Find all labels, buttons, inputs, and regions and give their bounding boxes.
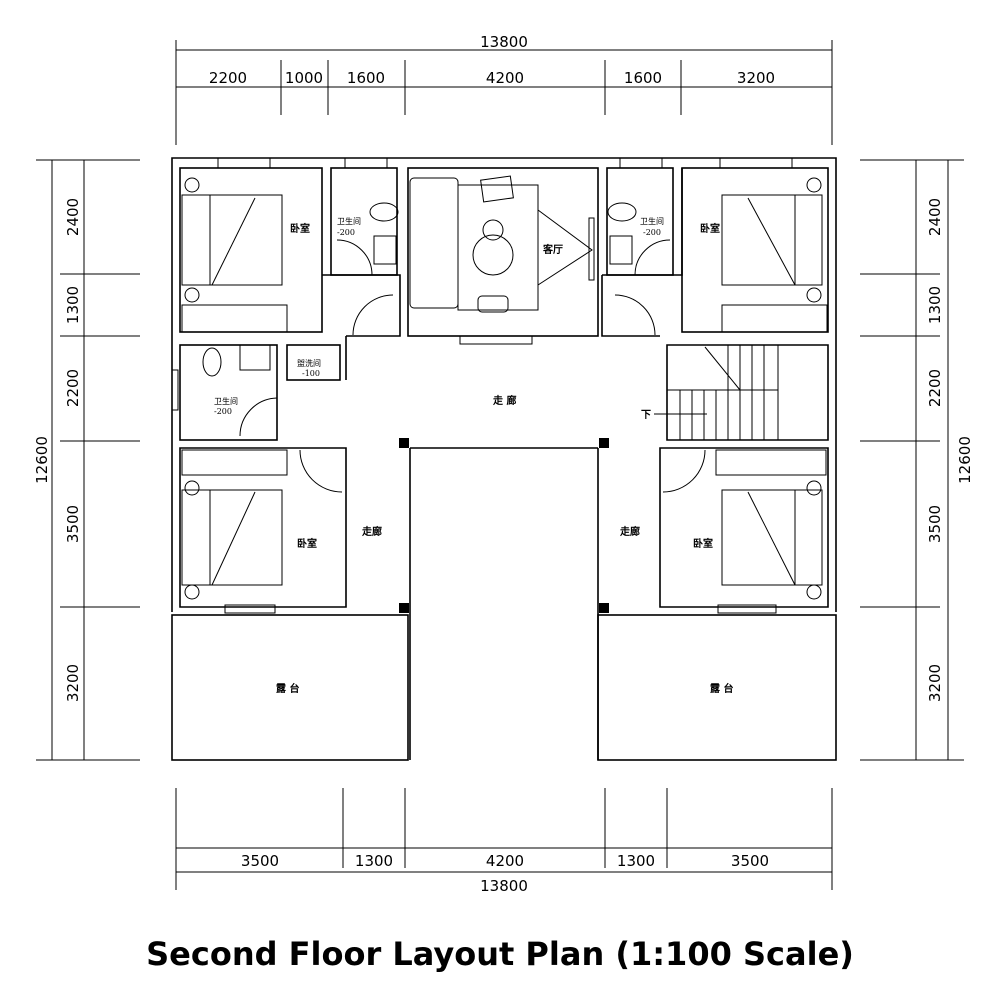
bed-icon xyxy=(721,194,823,286)
bathroom-level: -200 xyxy=(643,228,661,237)
bedroom-label: 卧室 xyxy=(297,537,317,550)
wardrobe-icon xyxy=(181,304,288,333)
toilet-icon xyxy=(607,202,637,222)
stair-down-label: 下 xyxy=(641,409,651,421)
wardrobe-icon xyxy=(715,449,827,476)
dim-left: 3200 xyxy=(64,664,82,702)
bedroom-label: 卧室 xyxy=(700,222,720,235)
wardrobe-icon xyxy=(181,449,288,476)
dim-bottom: 1300 xyxy=(617,852,655,870)
rug-icon xyxy=(457,184,539,311)
corridor-label: 走 廊 xyxy=(492,394,516,407)
corridor-label: 走廊 xyxy=(619,525,640,538)
terrace-label: 露 台 xyxy=(710,682,733,695)
bathroom-level: -200 xyxy=(214,407,232,416)
toilet-icon xyxy=(202,347,222,377)
dim-bottom: 1300 xyxy=(355,852,393,870)
dim-left: 3500 xyxy=(64,505,82,543)
dim-bottom: 4200 xyxy=(486,852,524,870)
bed-icon xyxy=(181,489,283,586)
bottom-dimensions: 3500 1300 4200 1300 3500 13800 xyxy=(175,788,833,895)
dim-top: 1600 xyxy=(347,69,385,87)
dim-bottom: 3500 xyxy=(241,852,279,870)
bedroom-label: 卧室 xyxy=(693,537,713,550)
dim-left: 2200 xyxy=(64,369,82,407)
dim-bottom: 3500 xyxy=(731,852,769,870)
wardrobe-icon xyxy=(721,304,828,333)
stairs-icon xyxy=(654,345,779,440)
right-dimensions: 2400 1300 2200 3500 3200 12600 xyxy=(860,159,974,761)
dim-left: 2400 xyxy=(64,198,82,236)
dim-right-total: 12600 xyxy=(956,436,974,484)
dim-top: 4200 xyxy=(486,69,524,87)
washroom-label: 盥洗间 xyxy=(297,358,321,368)
bedroom-label: 卧室 xyxy=(290,222,310,235)
bed-icon xyxy=(181,194,283,286)
dim-top: 2200 xyxy=(209,69,247,87)
dim-left: 1300 xyxy=(64,286,82,324)
dim-right: 3200 xyxy=(926,664,944,702)
dim-top: 1600 xyxy=(624,69,662,87)
bed-icon xyxy=(721,489,823,586)
sofa-icon xyxy=(409,177,459,309)
bathroom-label: 卫生间 xyxy=(214,396,238,406)
sink-icon xyxy=(373,235,397,265)
toilet-icon xyxy=(369,202,399,222)
dim-right: 2400 xyxy=(926,198,944,236)
living-room-label: 客厅 xyxy=(542,243,563,256)
bathroom-label: 卫生间 xyxy=(337,216,361,226)
washroom-level: -100 xyxy=(302,369,320,378)
tv-icon xyxy=(588,217,595,281)
dim-top: 1000 xyxy=(285,69,323,87)
bathroom-label: 卫生间 xyxy=(640,216,664,226)
plan-title: Second Floor Layout Plan (1:100 Scale) xyxy=(146,935,854,973)
room-labels: 卧室 卧室 卧室 卧室 卫生间 -200 卫生间 -200 卫生间 -200 盥… xyxy=(214,216,733,695)
dim-left-total: 12600 xyxy=(33,436,51,484)
dim-bottom-total: 13800 xyxy=(480,877,528,895)
top-dimensions: 13800 2200 1000 1600 4200 1600 3200 xyxy=(175,33,833,145)
coffee-table-icon xyxy=(472,234,514,276)
bathroom-level: -200 xyxy=(337,228,355,237)
dim-top-total: 13800 xyxy=(480,33,528,51)
sink-icon xyxy=(239,344,271,371)
dim-top: 3200 xyxy=(737,69,775,87)
terrace-label: 露 台 xyxy=(276,682,299,695)
furniture xyxy=(181,175,828,600)
dim-right: 3500 xyxy=(926,505,944,543)
dim-right: 1300 xyxy=(926,286,944,324)
sink-icon xyxy=(609,235,633,265)
doors xyxy=(239,239,706,493)
left-dimensions: 2400 1300 2200 3500 3200 12600 xyxy=(33,159,140,761)
corridor-label: 走廊 xyxy=(361,525,382,538)
walls xyxy=(171,157,837,761)
dim-right: 2200 xyxy=(926,369,944,407)
